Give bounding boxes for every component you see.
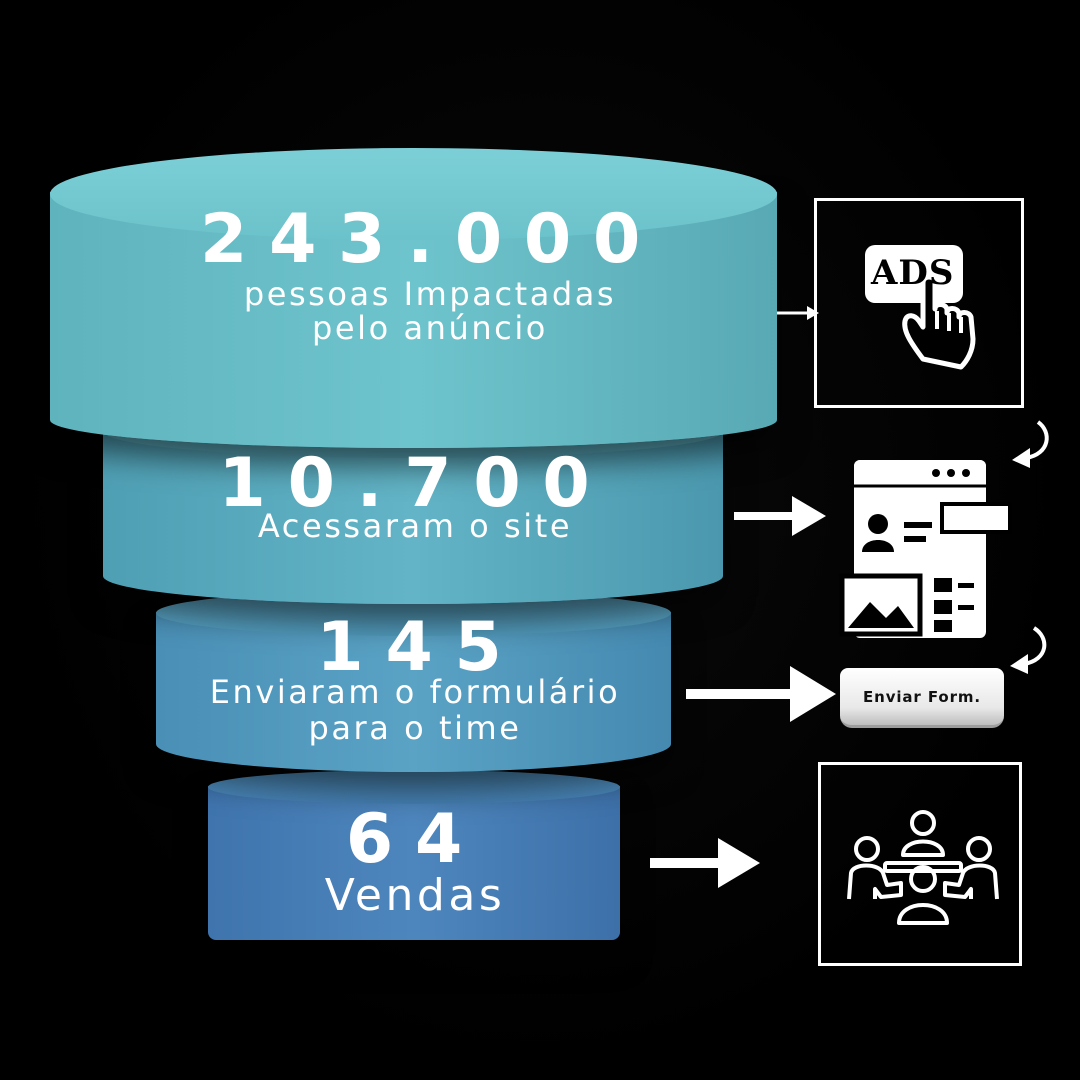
tier-2-description: Acessaram o site xyxy=(257,507,573,545)
arrow-tier-2 xyxy=(734,494,826,538)
tier-3-description-line-1: Enviaram o formulário xyxy=(209,673,621,711)
website-layout-icon xyxy=(838,456,1014,642)
ads-label: ADS xyxy=(871,253,955,293)
arrow-tier-3 xyxy=(686,666,836,722)
tier-1-description-line-1: pessoas Impactadas xyxy=(243,275,617,313)
curved-arrow-icon xyxy=(998,622,1054,678)
tier-4-description: Vendas xyxy=(324,870,506,921)
ads-click-icon: ADS xyxy=(861,239,991,379)
ads-box: ADS xyxy=(814,198,1024,408)
send-form-button: Enviar Form. xyxy=(840,668,1004,728)
sales-box xyxy=(818,762,1022,966)
arrow-tier-1 xyxy=(777,302,819,324)
tier-2-value: 10.700 xyxy=(218,444,612,523)
curved-arrow-icon xyxy=(1000,414,1056,470)
arrow-tier-4 xyxy=(650,838,760,888)
tier-1-description-line-2: pelo anúncio xyxy=(312,309,548,347)
send-form-button-label: Enviar Form. xyxy=(862,687,982,706)
tier-3-value: 145 xyxy=(316,608,524,687)
funnel-tier-1 xyxy=(50,148,777,448)
tier-3-description-line-2: para o time xyxy=(308,709,522,747)
tier-1-value: 243.000 xyxy=(200,200,663,279)
funnel-tier-4 xyxy=(208,770,620,940)
team-meeting-icon xyxy=(845,807,1001,927)
tier-4-value: 64 xyxy=(345,800,485,879)
